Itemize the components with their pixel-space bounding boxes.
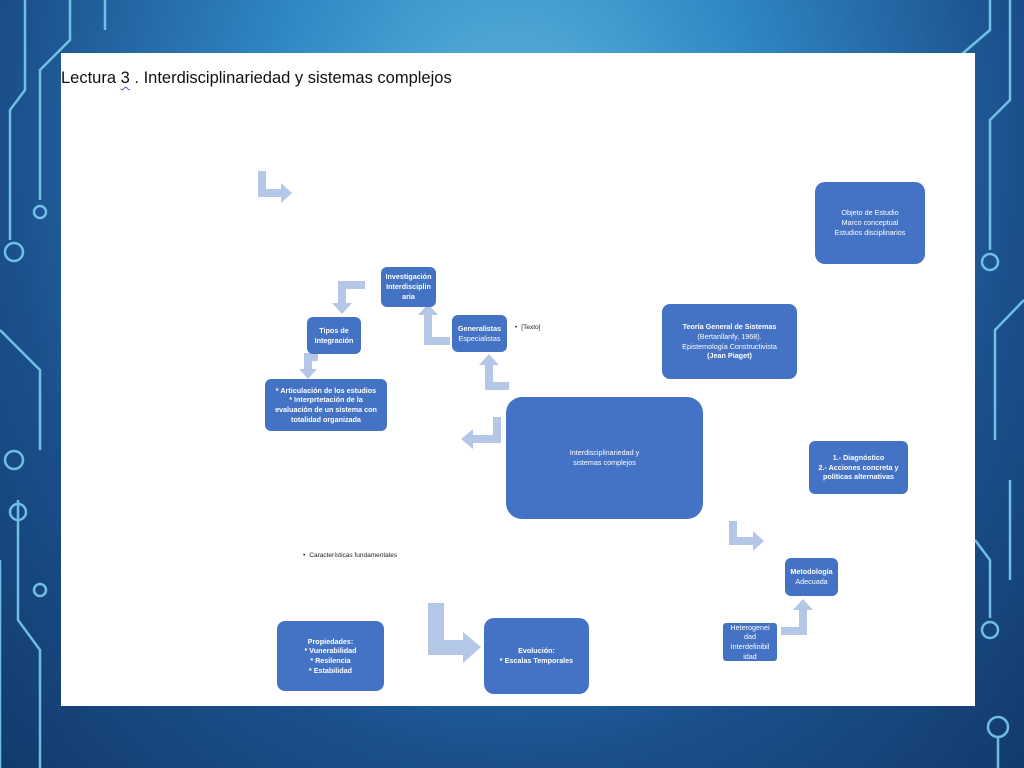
node-diagnostico: 1.- Diagnóstico 2.- Acciones concreta y … <box>809 441 908 494</box>
node-line: Metodología <box>790 567 833 577</box>
node-line: * Escalas Temporales <box>499 656 574 665</box>
node-line: totalidad organizada <box>291 414 361 424</box>
node-line: Evolución: <box>518 646 555 656</box>
node-line: evaluación de un sistema con <box>275 405 377 414</box>
node-line: sistemas complejos <box>573 458 636 467</box>
node-line: Estudios disciplinarios <box>834 227 906 237</box>
node-line: Especialistas <box>458 333 501 343</box>
node-objeto-estudio: Objeto de Estudio Marco conceptual Estud… <box>815 182 925 264</box>
bent-arrow-to-tipos <box>332 281 365 314</box>
node-line: Generalistas <box>457 323 502 333</box>
node-line: políticas alternativas <box>822 472 895 482</box>
node-line: Interdisciplin <box>386 282 431 292</box>
node-line: 1.- Diagnóstico <box>832 452 885 462</box>
node-metodologia: Metodología Adecuada <box>785 558 838 596</box>
node-articulacion: * Articulación de los estudios * Interpr… <box>265 379 387 431</box>
node-line: * Articulación de los estudios <box>275 385 377 395</box>
bent-arrow-top-left <box>258 171 292 203</box>
node-line: Teoría General de Sistemas <box>682 322 777 332</box>
node-line: (Jean Piaget) <box>707 351 752 361</box>
node-line: * Estabilidad <box>308 665 353 675</box>
node-line: dad <box>744 632 756 642</box>
node-teoria-general: Teoría General de Sistemas (Bertanllanfy… <box>662 304 797 379</box>
bent-arrow-to-evolucion <box>428 603 481 663</box>
node-tipos-integracion: Tipos de Integración <box>307 317 361 354</box>
node-line: Investigación <box>385 272 432 282</box>
node-line: Adecuada <box>795 577 828 586</box>
node-line: Interdisciplinariedad y <box>569 448 640 458</box>
node-line: Propiedades: <box>307 636 354 646</box>
node-line: Objeto de Estudio <box>841 208 899 218</box>
node-line: aria <box>402 291 415 301</box>
node-line: * Interprtetación de la <box>289 395 363 405</box>
bullet-texto: [Texto] <box>515 324 540 331</box>
bent-arrow-to-investigacion <box>418 304 450 345</box>
node-central: Interdisciplinariedad y sistemas complej… <box>506 397 703 519</box>
node-line: * Resilencia <box>310 656 351 665</box>
title-number: 3 <box>120 69 130 87</box>
bent-arrow-to-metodologia-up <box>781 599 813 635</box>
node-investigacion: Investigación Interdisciplin aria <box>381 267 436 307</box>
node-line: idad <box>743 651 757 661</box>
bent-arrow-to-generalistas <box>479 354 509 390</box>
bullet-caracteristicas: Características fundamentales <box>303 552 397 559</box>
bent-arrow-to-metodologia <box>729 521 764 551</box>
node-evolucion: Evolución: * Escalas Temporales <box>484 618 589 694</box>
connector-arrows <box>258 171 813 663</box>
node-line: Marco conceptual <box>841 218 899 228</box>
node-line: Tipos de <box>319 325 349 335</box>
node-line: (Bertanllanfy, 1968). <box>697 331 762 341</box>
slide-title: Lectura 3 . Interdisciplinariedad y sist… <box>61 69 452 87</box>
node-line: Interdefinibil <box>730 642 770 651</box>
node-line: Heterogenei <box>730 623 770 632</box>
slide: Lectura 3 . Interdisciplinariedad y sist… <box>61 53 975 706</box>
node-line: Integración <box>314 335 354 345</box>
node-line: * Vunerabilidad <box>304 646 357 656</box>
node-generalistas: Generalistas Especialistas <box>452 315 507 352</box>
node-propiedades: Propiedades: * Vunerabilidad * Resilenci… <box>277 621 384 691</box>
node-heterogeneidad: Heterogenei dad Interdefinibil idad <box>723 623 777 661</box>
bent-arrow-to-articulacion <box>299 353 318 379</box>
bent-arrow-to-left <box>461 417 501 449</box>
arrows-layer <box>258 171 813 663</box>
node-line: Epistemología Constructivista <box>682 341 777 351</box>
node-line: 2.- Acciones concreta y <box>818 462 899 472</box>
